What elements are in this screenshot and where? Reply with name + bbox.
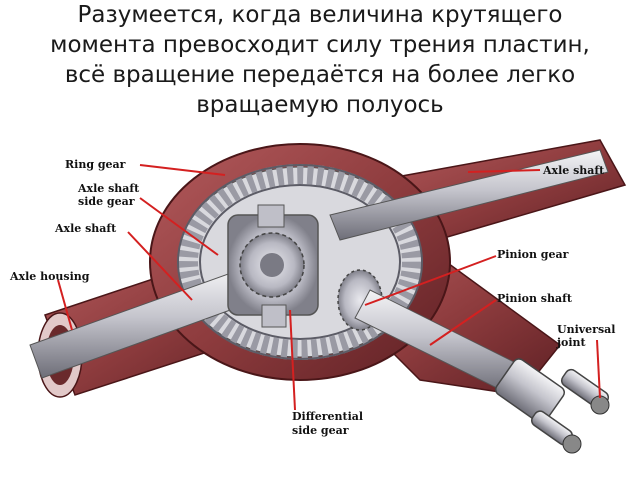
leader-pinion-shaft	[429, 299, 497, 346]
label-axle-housing: Axle housing	[9, 270, 90, 283]
title-line-4: вращаемую полуось	[196, 92, 444, 118]
title-line-2: момента превосходит силу трения пластин,	[50, 32, 590, 58]
leader-axle-shaft-right	[467, 169, 541, 173]
leader-axle-shaft-left	[127, 231, 193, 301]
ring-gear	[177, 164, 423, 360]
label-pinion-shaft: Pinion shaft	[497, 292, 573, 305]
label-axle-shaft-left: Axle shaft	[54, 222, 117, 235]
leader-axle-shaft-side-gear	[139, 197, 219, 256]
label-axle-shaft-right: Axle shaft	[542, 164, 605, 177]
differential-diagram: Ring gear Axle shaft side gear Axle shaf…	[9, 139, 627, 454]
label-differential-side-gear-line1: Differential	[292, 410, 363, 423]
leader-axle-housing	[57, 279, 73, 331]
title-line-1: Разумеется, когда величина крутящего	[77, 2, 563, 28]
leader-universal-joint	[596, 339, 601, 399]
leader-pinion-gear	[364, 255, 497, 306]
label-pinion-gear: Pinion gear	[497, 248, 569, 261]
label-ring-gear: Ring gear	[65, 158, 126, 171]
leader-differential-side-gear	[289, 309, 296, 411]
label-differential-side-gear-line2: side gear	[292, 424, 349, 437]
differential-case	[227, 204, 319, 328]
label-axle-shaft-side-gear-line2: side gear	[78, 195, 135, 208]
label-axle-shaft-side-gear-line1: Axle shaft	[77, 182, 140, 195]
title-line-3: всё вращение передаётся на более легко	[64, 62, 576, 88]
slide-title: Разумеется, когда величина крутящего мом…	[20, 0, 620, 120]
label-universal-joint-line2: joint	[556, 336, 586, 349]
label-universal-joint-line1: Universal	[557, 323, 615, 336]
universal-joint	[494, 358, 610, 454]
leader-lines	[57, 164, 601, 411]
leader-ring-gear	[139, 164, 226, 176]
